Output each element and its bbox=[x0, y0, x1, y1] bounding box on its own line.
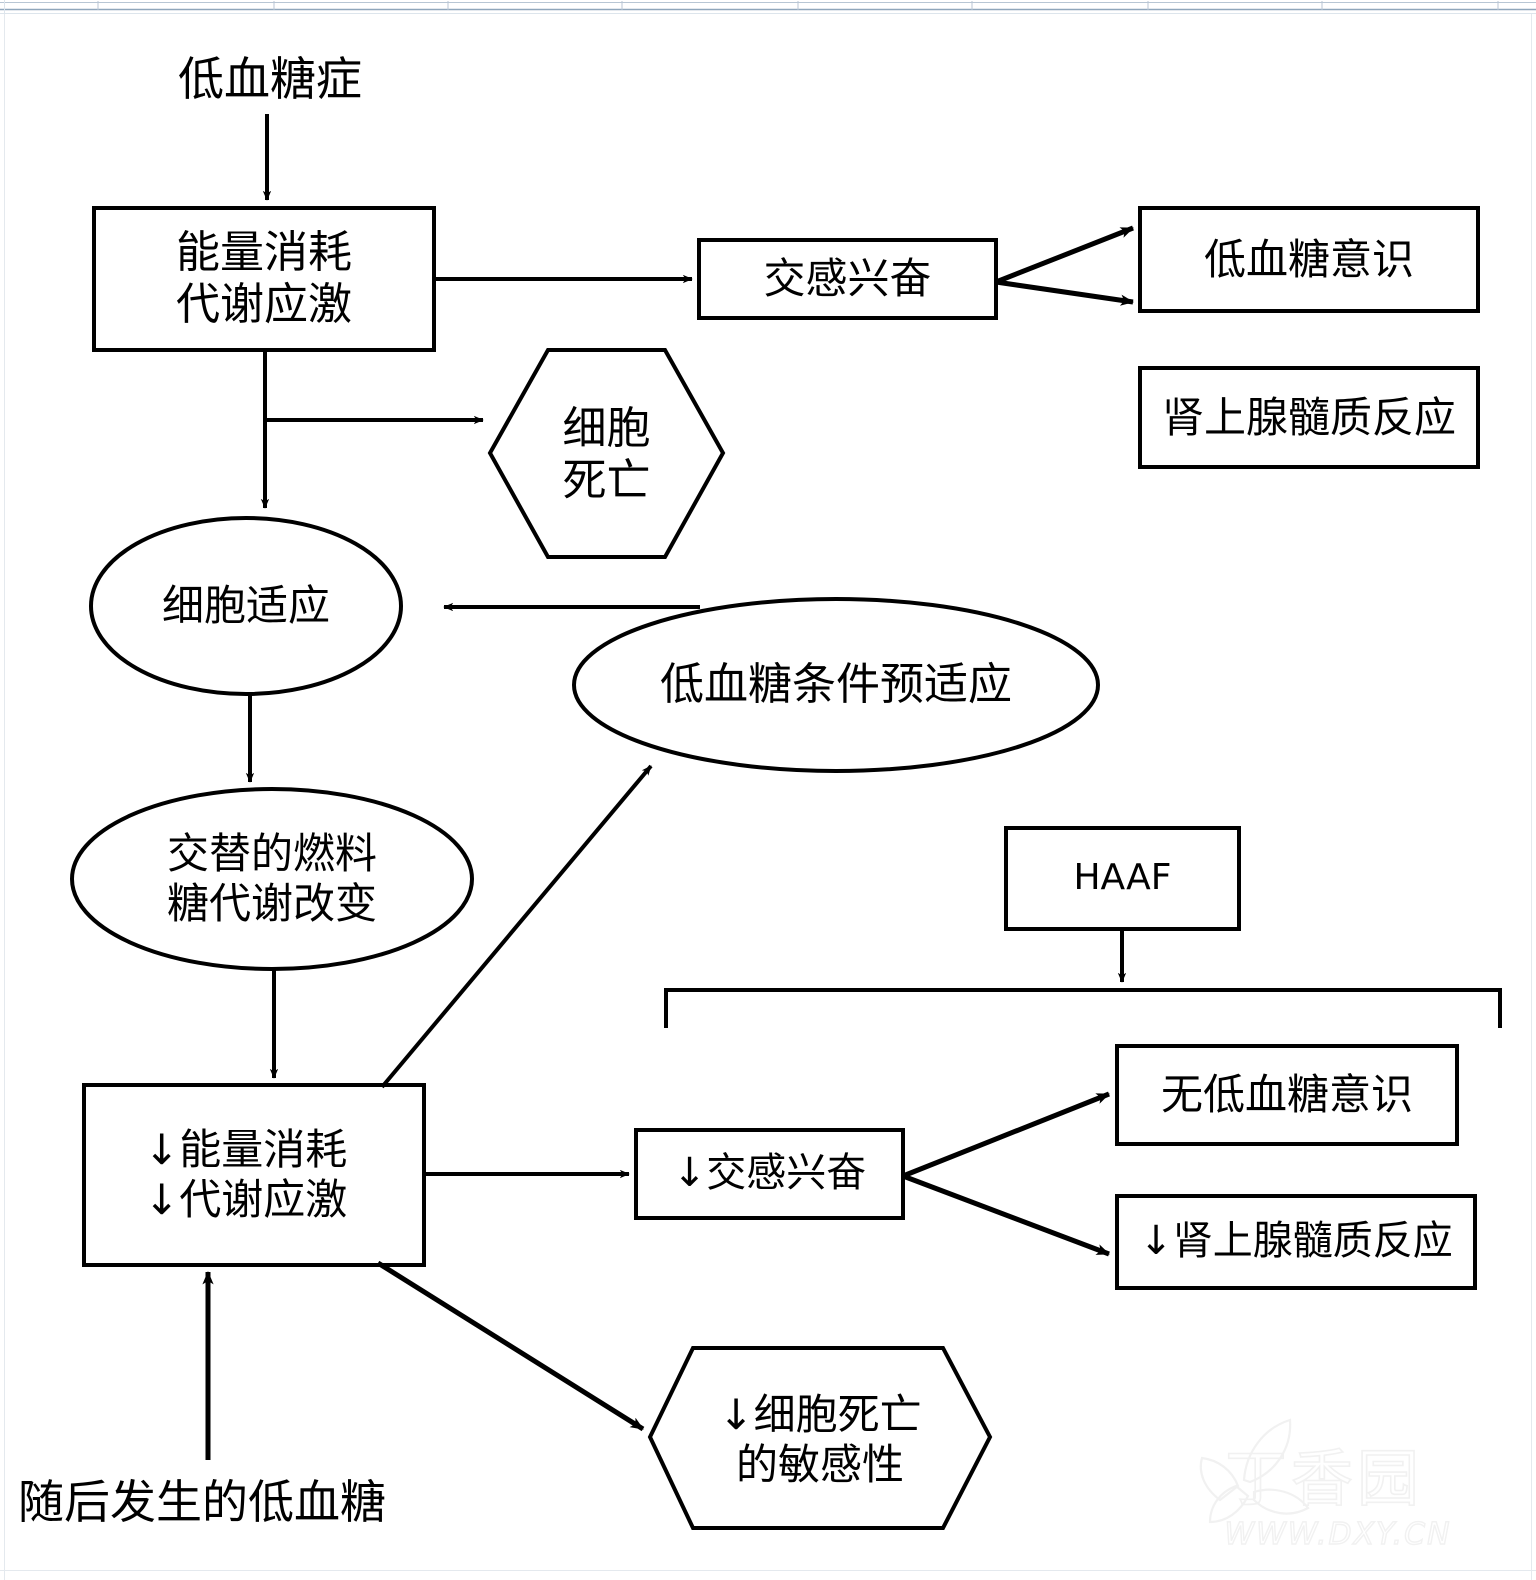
node-sympathetic-down-shape bbox=[634, 1128, 905, 1220]
node-hypo-precondition-shape bbox=[572, 597, 1100, 773]
page-guides bbox=[0, 14, 1536, 1580]
node-cell-adaptation-shape bbox=[89, 516, 403, 696]
edge-sympathetic-to-adrenal bbox=[995, 279, 1134, 306]
node-energy-metab-down-shape bbox=[82, 1083, 426, 1267]
edge-sympatheticdown-to-adrenaldown bbox=[902, 1173, 1110, 1257]
node-adrenal-medulla-shape bbox=[1138, 366, 1480, 469]
node-sympathetic-shape bbox=[697, 238, 998, 320]
node-haaf-shape bbox=[1004, 826, 1241, 931]
node-cell-death-shape bbox=[487, 348, 726, 559]
node-cell-death-down-shape bbox=[647, 1346, 993, 1530]
node-energy-metab-shape bbox=[92, 206, 436, 352]
node-alt-fuel-shape bbox=[70, 787, 474, 971]
haaf-bracket bbox=[664, 988, 1502, 1028]
edge-sympathetic-to-awareness bbox=[995, 225, 1134, 285]
svg-text:丁香园: 丁香园 bbox=[1225, 1442, 1423, 1515]
edge-energydown-to-precondition bbox=[380, 764, 653, 1089]
edge-energydown-to-celldeathdown bbox=[376, 1260, 645, 1432]
spreadsheet-header-strip bbox=[0, 0, 1536, 14]
svg-text:WWW.DXY.CN: WWW.DXY.CN bbox=[1224, 1517, 1451, 1552]
node-hypo-awareness-shape bbox=[1138, 206, 1480, 313]
edge-sympatheticdown-to-noawareness bbox=[902, 1091, 1110, 1179]
node-adrenal-down-shape bbox=[1115, 1194, 1477, 1290]
edge-energy-to-celldeath bbox=[263, 350, 484, 425]
node-no-hypo-awareness-shape bbox=[1115, 1044, 1459, 1146]
watermark-dxy: 丁香园 WWW.DXY.CN bbox=[1199, 1418, 1451, 1553]
